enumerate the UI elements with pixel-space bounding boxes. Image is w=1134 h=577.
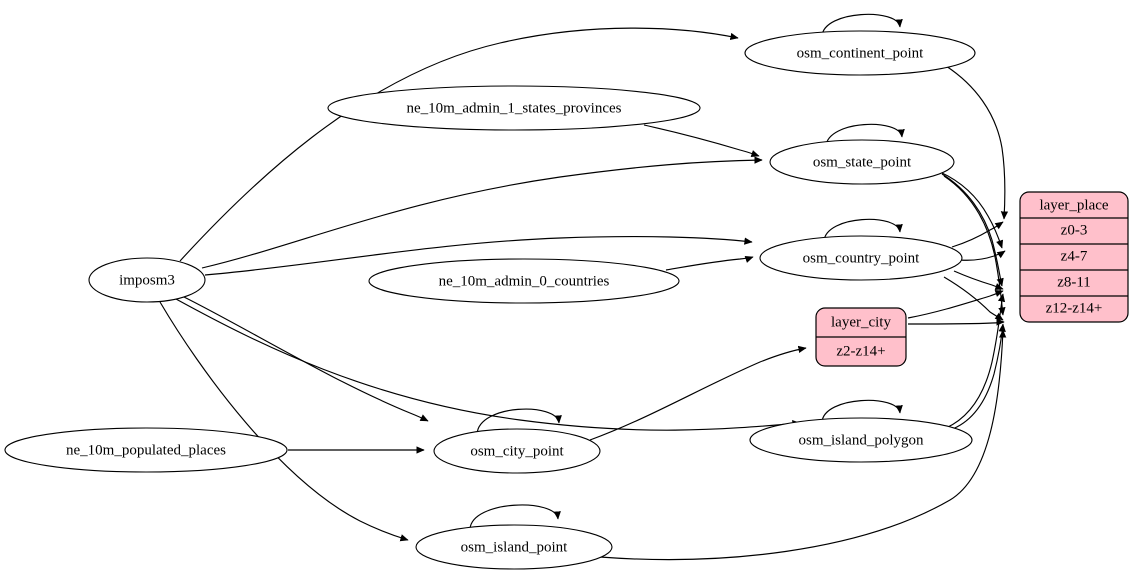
- edge-osm_state_point-self-loop: [825, 123, 905, 147]
- node-imposm3-label: imposm3: [119, 272, 175, 288]
- node-osm_state_point[interactable]: osm_state_point: [769, 139, 955, 185]
- edge-osm_island_polygon-to-layer_place-z12-z14+: [949, 323, 1006, 431]
- edge-layer_city-to-layer_place-z8-11: [907, 289, 1004, 319]
- node-osm_island_point[interactable]: osm_island_point: [415, 524, 613, 570]
- node-osm_island_point-label: osm_island_point: [461, 539, 569, 555]
- edge-osm_island_point-to-layer_place-z12-z14+: [599, 329, 1007, 561]
- record-node-layer: layer_place z0-3 z4-7 z8-11 z12-z14+ lay…: [815, 191, 1129, 367]
- record-layer_place-row-z4-7[interactable]: z4-7: [1061, 248, 1088, 264]
- edge-imposm3-to-osm_city_point: [183, 296, 429, 422]
- node-ne_10m_admin_0_countries-label: ne_10m_admin_0_countries: [439, 273, 610, 289]
- node-layer: imposm3 ne_10m_admin_1_states_provinces …: [4, 30, 976, 570]
- edge-imposm3-to-osm_continent_point: [179, 27, 739, 262]
- edge-osm_island_polygon-to-layer_place-z8-11: [945, 293, 1006, 429]
- node-osm_state_point-label: osm_state_point: [813, 154, 912, 170]
- edge-osm_island_polygon-self-loop: [821, 399, 903, 423]
- node-ne_10m_populated_places-label: ne_10m_populated_places: [66, 442, 226, 458]
- edge-osm_city_point-self-loop: [476, 408, 562, 435]
- node-ne_10m_admin_1_states_provinces-label: ne_10m_admin_1_states_provinces: [407, 100, 622, 116]
- edge-layer_city-to-layer_place-z12-z14+: [907, 318, 1005, 326]
- edge-osm_country_point-to-layer_place-z8-11: [953, 270, 1004, 291]
- edge-osm_state_point-to-layer_place-z4-7: [939, 171, 1004, 249]
- edge-osm_country_point-self-loop: [823, 218, 903, 242]
- record-node-layer_place[interactable]: layer_place z0-3 z4-7 z8-11 z12-z14+: [1019, 191, 1129, 323]
- node-ne_10m_populated_places[interactable]: ne_10m_populated_places: [4, 427, 288, 473]
- edge-ne_10m_admin_1_states_provinces-to-osm_state_point: [643, 124, 760, 158]
- edge-imposm3-to-osm_country_point: [204, 236, 753, 276]
- record-layer_city-row-z2-z14plus[interactable]: z2-z14+: [836, 343, 885, 359]
- edge-osm_state_point-to-layer_place-z8-11: [941, 173, 1004, 287]
- edge-osm_city_point-to-layer_city-z2-z14+: [589, 345, 807, 441]
- node-osm_island_polygon[interactable]: osm_island_polygon: [749, 417, 973, 463]
- record-node-layer_city[interactable]: layer_city z2-z14+: [815, 307, 907, 367]
- edge-imposm3-to-osm_island_polygon: [175, 298, 801, 431]
- node-osm_country_point[interactable]: osm_country_point: [759, 235, 963, 281]
- node-osm_continent_point-label: osm_continent_point: [797, 45, 924, 61]
- node-osm_city_point-label: osm_city_point: [470, 443, 564, 459]
- edge-imposm3-to-osm_island_point: [159, 301, 409, 542]
- record-layer_place-row-z8-11[interactable]: z8-11: [1057, 274, 1091, 290]
- node-osm_island_polygon-label: osm_island_polygon: [798, 432, 924, 448]
- node-osm_continent_point[interactable]: osm_continent_point: [744, 30, 976, 76]
- record-layer_place-title: layer_place: [1039, 197, 1108, 213]
- edge-osm_continent_point-to-layer_place-z0-3: [945, 65, 1009, 220]
- record-layer_city-title: layer_city: [831, 314, 891, 330]
- node-imposm3[interactable]: imposm3: [88, 257, 206, 303]
- edge-ne_10m_admin_0_countries-to-osm_country_point: [665, 255, 754, 271]
- edge-osm_continent_point-self-loop: [821, 13, 903, 37]
- node-osm_country_point-label: osm_country_point: [803, 250, 920, 266]
- node-ne_10m_admin_0_countries[interactable]: ne_10m_admin_0_countries: [368, 258, 680, 304]
- node-osm_city_point[interactable]: osm_city_point: [433, 428, 601, 474]
- edge-layer: [159, 13, 1009, 561]
- edge-osm_country_point-to-layer_place-z0-3: [951, 221, 1004, 248]
- edge-osm_island_point-self-loop: [469, 504, 561, 530]
- edge-osm_country_point-to-layer_place-z4-7: [959, 250, 1006, 261]
- edge-osm_country_point-to-layer_place-z12-z14+: [943, 276, 1004, 321]
- record-layer_place-row-z0-3[interactable]: z0-3: [1061, 222, 1088, 238]
- record-layer_place-row-z12-z14plus[interactable]: z12-z14+: [1046, 300, 1103, 316]
- node-ne_10m_admin_1_states_provinces[interactable]: ne_10m_admin_1_states_provinces: [327, 85, 701, 131]
- edge-imposm3-to-osm_state_point: [201, 156, 763, 269]
